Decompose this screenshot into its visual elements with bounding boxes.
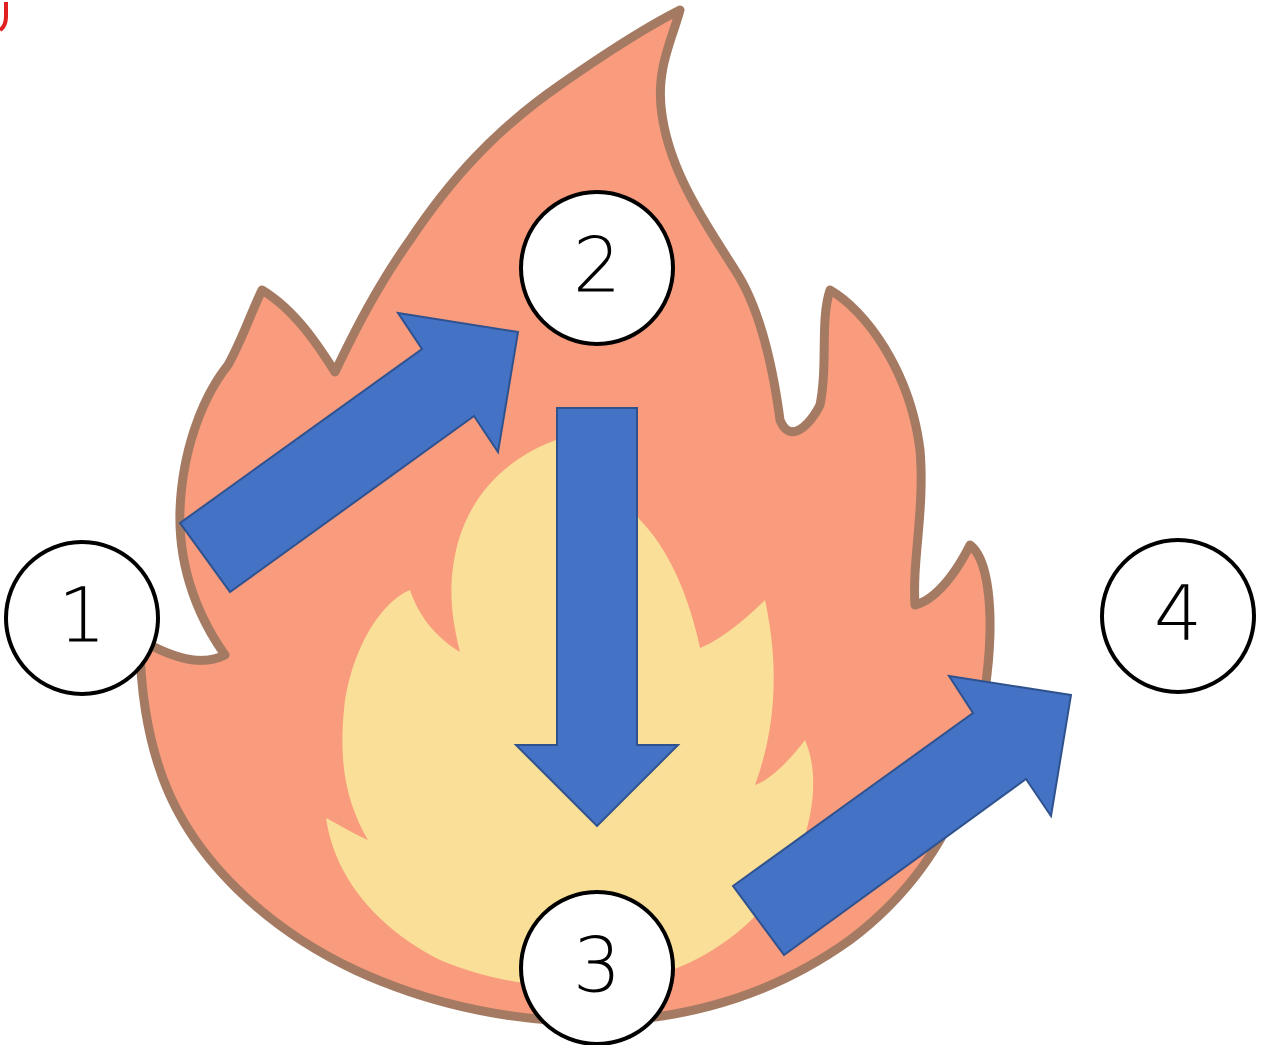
step-3-label: 3 — [573, 921, 621, 1010]
step-1-label: 1 — [58, 571, 106, 660]
arrow-step-1-to-step-2 — [178, 311, 520, 594]
step-3-circle — [519, 890, 675, 1045]
arrow-step-3-to-step-4 — [731, 674, 1073, 957]
step-2-circle — [519, 190, 675, 346]
step-1-marker: 1 — [4, 540, 160, 696]
flow-arrows — [178, 311, 1073, 957]
step-2-label: 2 — [573, 221, 621, 310]
step-4-label: 4 — [1154, 569, 1202, 658]
step-1-circle — [4, 540, 160, 696]
arrow-step-2-to-step-3 — [513, 407, 681, 828]
corner-mark — [0, 2, 8, 32]
step-3-marker: 3 — [519, 890, 675, 1045]
step-2-marker: 2 — [519, 190, 675, 346]
step-4-marker: 4 — [1100, 538, 1256, 694]
step-4-circle — [1100, 538, 1256, 694]
